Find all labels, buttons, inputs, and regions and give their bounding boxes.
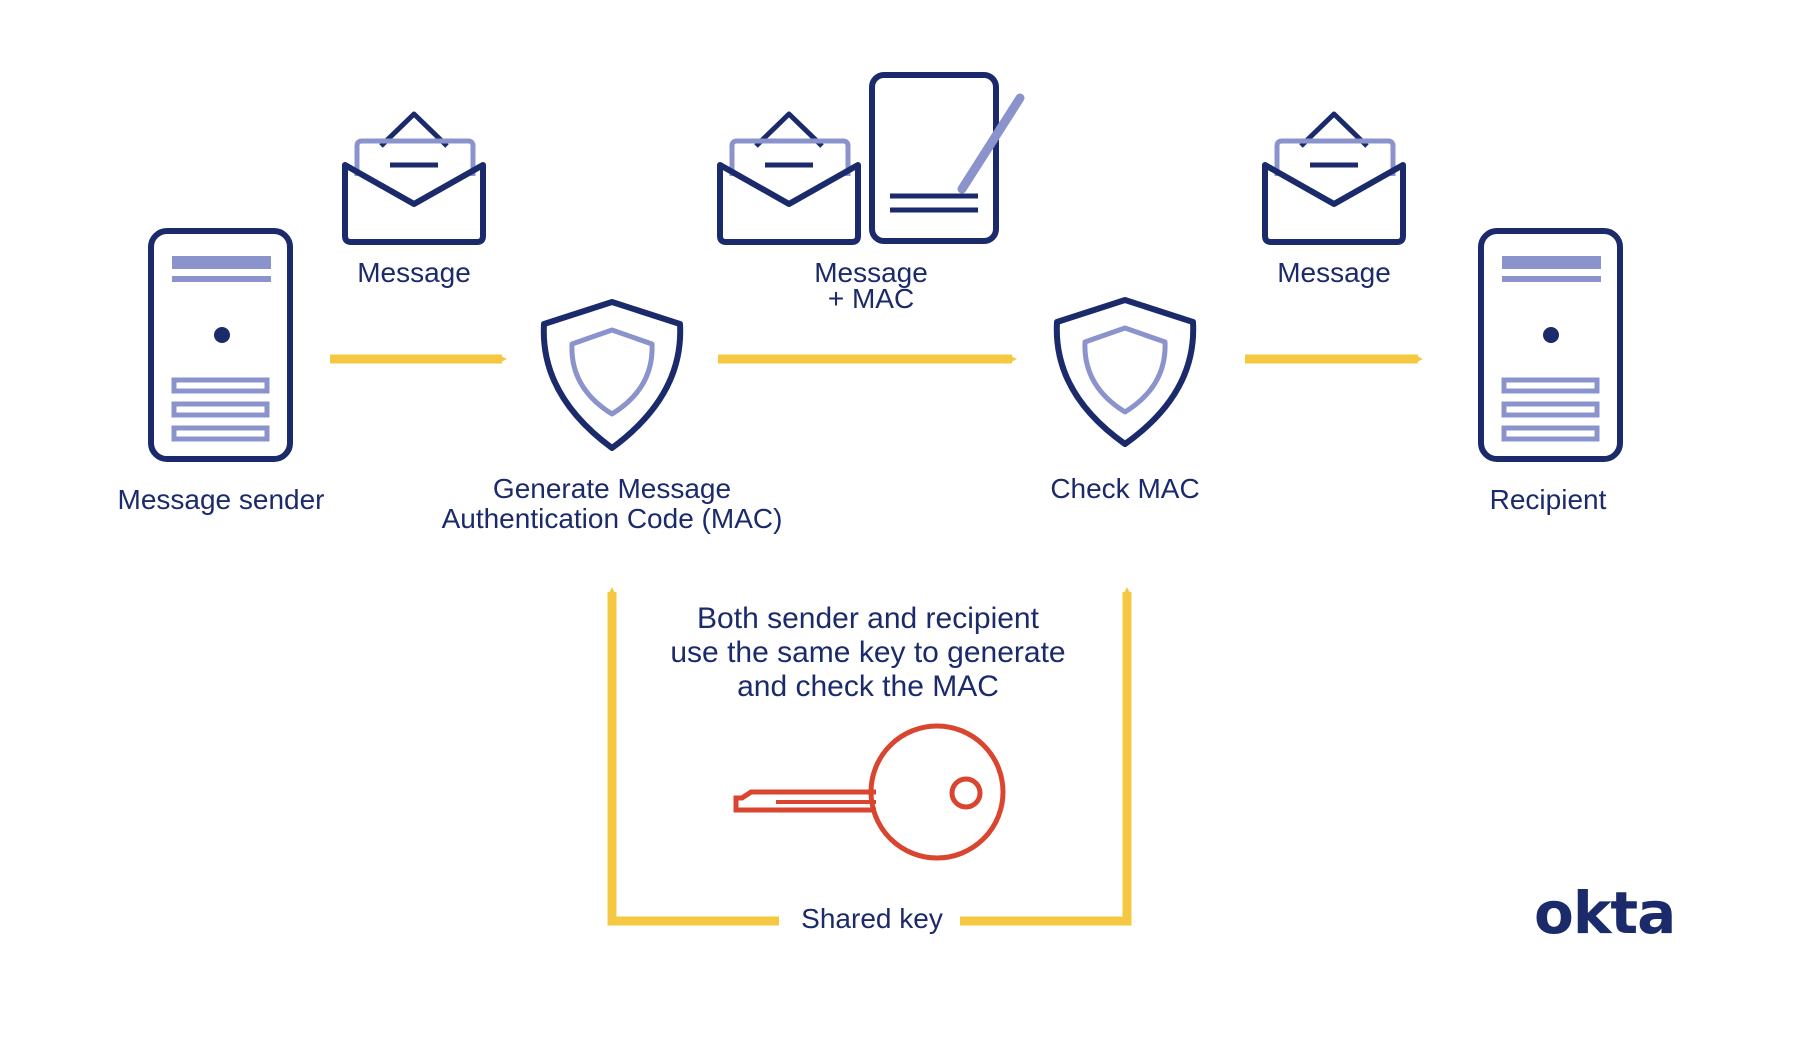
key-icon	[733, 723, 1006, 861]
generate-mac-label-line2: Authentication Code (MAC)	[441, 503, 783, 534]
message-sender-label: Message sender	[117, 484, 325, 515]
shared-key-note-line3: and check the MAC	[737, 670, 999, 703]
message-right-envelope-icon	[1262, 111, 1406, 245]
message-left-label: Message	[357, 257, 471, 288]
recipient-server-icon	[1478, 228, 1623, 462]
message-right-label: Message	[1277, 257, 1391, 288]
generate-mac-label-line1: Generate Message	[492, 473, 732, 504]
generate-mac-label: Generate Message Authentication Code (MA…	[442, 474, 783, 534]
message-mac-label-line1: Message	[814, 257, 928, 288]
shared-key-note-line2: use the same key to generate	[670, 636, 1066, 669]
shared-key-note: Both sender and recipient use the same k…	[670, 602, 1065, 704]
sender-server-icon	[148, 228, 293, 462]
shared-key-right-path	[960, 587, 1132, 926]
message-mac-label-line2: + MAC	[827, 283, 915, 314]
shared-key-note-line1: Both sender and recipient	[697, 602, 1039, 635]
check-mac-shield-icon	[1053, 297, 1197, 447]
shared-key-loop	[607, 587, 1132, 926]
check-mac-label: Check MAC	[1050, 473, 1200, 504]
message-center-envelope-icon	[717, 111, 861, 245]
shared-key-label: Shared key	[801, 903, 943, 934]
signed-document-icon	[869, 72, 1025, 244]
generate-mac-shield-icon	[540, 299, 684, 451]
message-left-envelope-icon	[342, 111, 486, 245]
shared-key-left-path	[607, 587, 779, 926]
message-mac-label: Message + MAC	[814, 258, 928, 314]
recipient-label: Recipient	[1489, 484, 1607, 515]
okta-logo: okta	[1534, 879, 1676, 947]
